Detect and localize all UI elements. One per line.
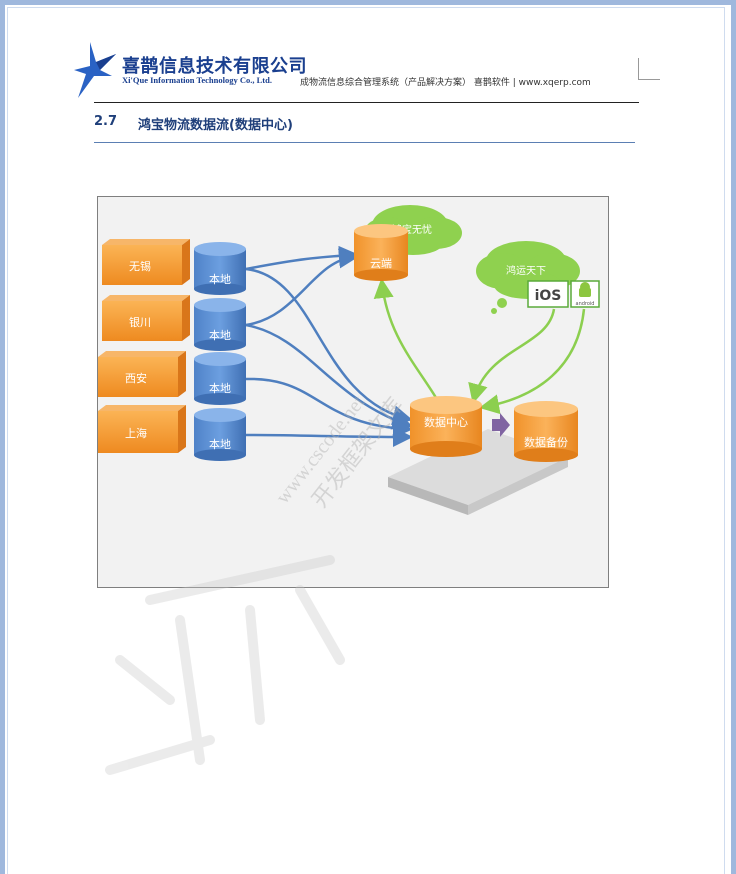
cloud-storage-cylinder: 云端	[354, 224, 408, 281]
city-label: 西安	[125, 371, 147, 385]
document-header-title: 成物流信息综合管理系统（产品解决方案） 喜鹊软件 | www.xqerp.com	[300, 78, 591, 88]
ios-label: iOS	[535, 288, 562, 304]
company-name-cn: 喜鹊信息技术有限公司	[122, 56, 307, 77]
backup-cylinder: 数据备份	[514, 401, 578, 462]
company-logo-icon	[74, 42, 116, 98]
section-title: 鸿宝物流数据流(数据中心)	[138, 118, 293, 133]
cloud-storage-label: 云端	[370, 257, 392, 270]
city-label: 上海	[125, 426, 147, 440]
data-flow-diagram: 鸿宝无忧 鸿运天下 iOS android 无锡	[97, 196, 609, 588]
backup-label: 数据备份	[524, 435, 568, 449]
city-box: 无锡	[102, 239, 190, 285]
local-database-cylinder: 本地	[194, 352, 246, 405]
flow-arrows-local	[245, 245, 413, 447]
cloud-hongyun-label: 鸿运天下	[506, 264, 546, 277]
city-box: 银川	[102, 295, 190, 341]
ios-badge: iOS	[527, 280, 569, 308]
section-rule	[94, 142, 635, 143]
android-label: android	[576, 301, 595, 307]
header-rule	[94, 102, 639, 103]
crop-mark	[638, 58, 639, 80]
local-database-cylinder: 本地	[194, 408, 246, 461]
local-database-cylinder: 本地	[194, 242, 246, 295]
backup-arrow-icon	[492, 413, 510, 437]
local-label: 本地	[209, 437, 231, 451]
android-badge: android	[570, 280, 600, 308]
section-number: 2.7	[94, 114, 118, 129]
data-center-label: 数据中心	[424, 415, 468, 429]
local-database-cylinder: 本地	[194, 298, 246, 351]
page-inner-border	[7, 7, 725, 874]
local-label: 本地	[209, 381, 231, 395]
local-label: 本地	[209, 328, 231, 342]
city-label: 银川	[129, 315, 151, 329]
company-name-en: Xi'Que Information Technology Co., Ltd.	[122, 75, 272, 85]
city-box: 上海	[98, 405, 186, 453]
diagram-canvas: 鸿宝无忧 鸿运天下 iOS android 无锡	[98, 205, 600, 515]
data-center-cylinder: 数据中心	[410, 396, 482, 457]
city-box: 西安	[98, 351, 186, 397]
flow-arrows-sync	[373, 278, 586, 415]
local-label: 本地	[209, 272, 231, 286]
crop-mark	[638, 79, 660, 80]
city-label: 无锡	[129, 259, 151, 273]
